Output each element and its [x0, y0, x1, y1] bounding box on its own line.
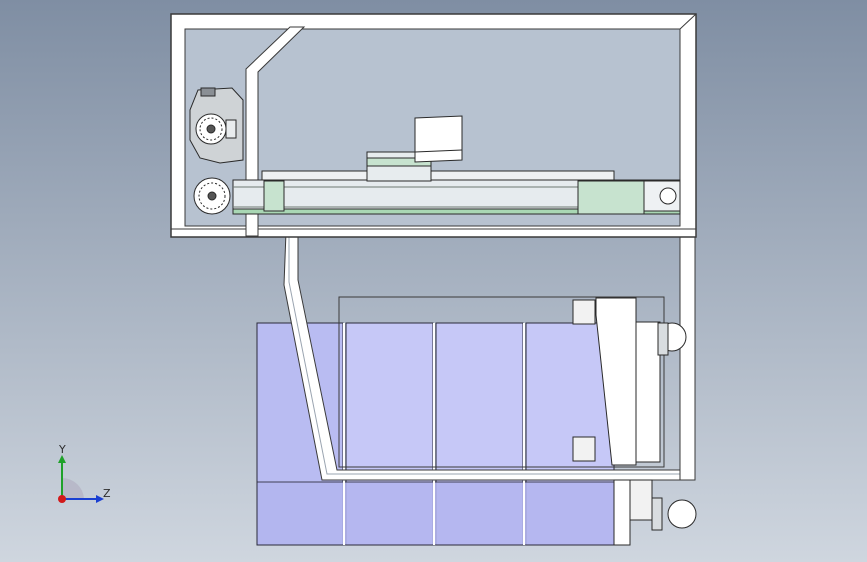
- bin-band: [256, 481, 615, 546]
- conveyor: [232, 115, 681, 215]
- bin-group: [256, 322, 615, 546]
- sensor-bracket: [414, 115, 463, 163]
- drive-assembly: [189, 87, 244, 215]
- carriage: [577, 180, 645, 215]
- view-orientation-triad: [58, 455, 104, 503]
- mount-plate: [595, 297, 637, 466]
- caster-wheel-bottom: [667, 499, 697, 529]
- lower-frame: [283, 227, 696, 481]
- mount-assembly: [572, 297, 697, 546]
- bin-outline: [338, 296, 665, 468]
- guard-diagonal: [245, 26, 306, 237]
- right-post: [679, 227, 696, 481]
- triad-z-label: Z: [103, 487, 111, 500]
- triad-y-label: Y: [59, 443, 66, 456]
